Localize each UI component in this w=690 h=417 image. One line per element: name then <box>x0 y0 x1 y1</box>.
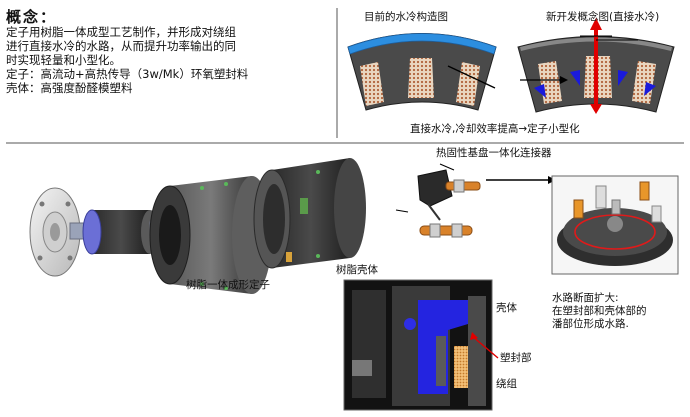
new-concept-label: 新开发概念图(直接水冷) <box>546 11 660 23</box>
connector-part <box>417 169 481 238</box>
coolant-channel <box>570 70 580 86</box>
winding <box>632 61 656 104</box>
connector-photo <box>551 175 679 275</box>
section-photo <box>343 279 499 411</box>
water-channel <box>347 33 497 55</box>
winding <box>408 58 434 98</box>
concept-line: 进行直接水冷的水路，从而提升功率输出的同 <box>6 39 236 53</box>
section-winding-label: 绕组 <box>496 378 517 390</box>
stator-label: 树脂一体成形定子 <box>186 279 270 291</box>
section-seal-label: 塑封部 <box>500 352 532 364</box>
resin-stator <box>170 176 252 294</box>
concept-line: 定子用树脂一体成型工艺制作，并形成对绕组 <box>6 25 236 39</box>
highlight-ring <box>574 214 656 250</box>
winding <box>454 346 468 388</box>
winding <box>360 62 384 106</box>
section-note-line: 潘部位形成水路. <box>552 318 629 330</box>
section-housing-label: 壳体 <box>496 302 517 314</box>
housing-port <box>300 198 308 214</box>
coolant-channel <box>644 82 656 96</box>
exploded-motor <box>29 158 556 294</box>
concept-title: 概念： <box>6 8 58 26</box>
housing-layer <box>520 37 672 51</box>
rotor <box>92 210 150 254</box>
section-note-line: 水路断面扩大: <box>552 292 619 304</box>
resin-housing <box>272 158 350 268</box>
section-note-line: 在塑封部和壳体部的 <box>552 305 647 317</box>
new-concept-figure <box>517 18 675 114</box>
comparison-caption: 直接水冷,冷却效率提高→定子小型化 <box>410 123 580 135</box>
concept-line: 定子：高流动+高热传导（3w/Mk）环氧塑封料 <box>6 67 249 81</box>
housing-label: 树脂壳体 <box>336 264 378 276</box>
coolant-channel <box>534 84 546 98</box>
current-structure-label: 目前的水冷构造图 <box>364 11 448 23</box>
current-structure-figure <box>347 33 497 111</box>
section-note: 水路断面扩大: 在塑封部和壳体部的 潘部位形成水路. <box>552 292 647 331</box>
connector-label: 热固性基盘一体化连接器 <box>436 147 552 159</box>
coolant-channel <box>618 70 628 86</box>
concept-text: 定子用树脂一体成型工艺制作，并形成对绕组 进行直接水冷的水路，从而提升功率输出的… <box>6 25 248 95</box>
concept-line: 时实现轻量和小型化。 <box>6 53 121 67</box>
concept-line: 壳体：高强度酚醛模塑料 <box>6 81 133 95</box>
